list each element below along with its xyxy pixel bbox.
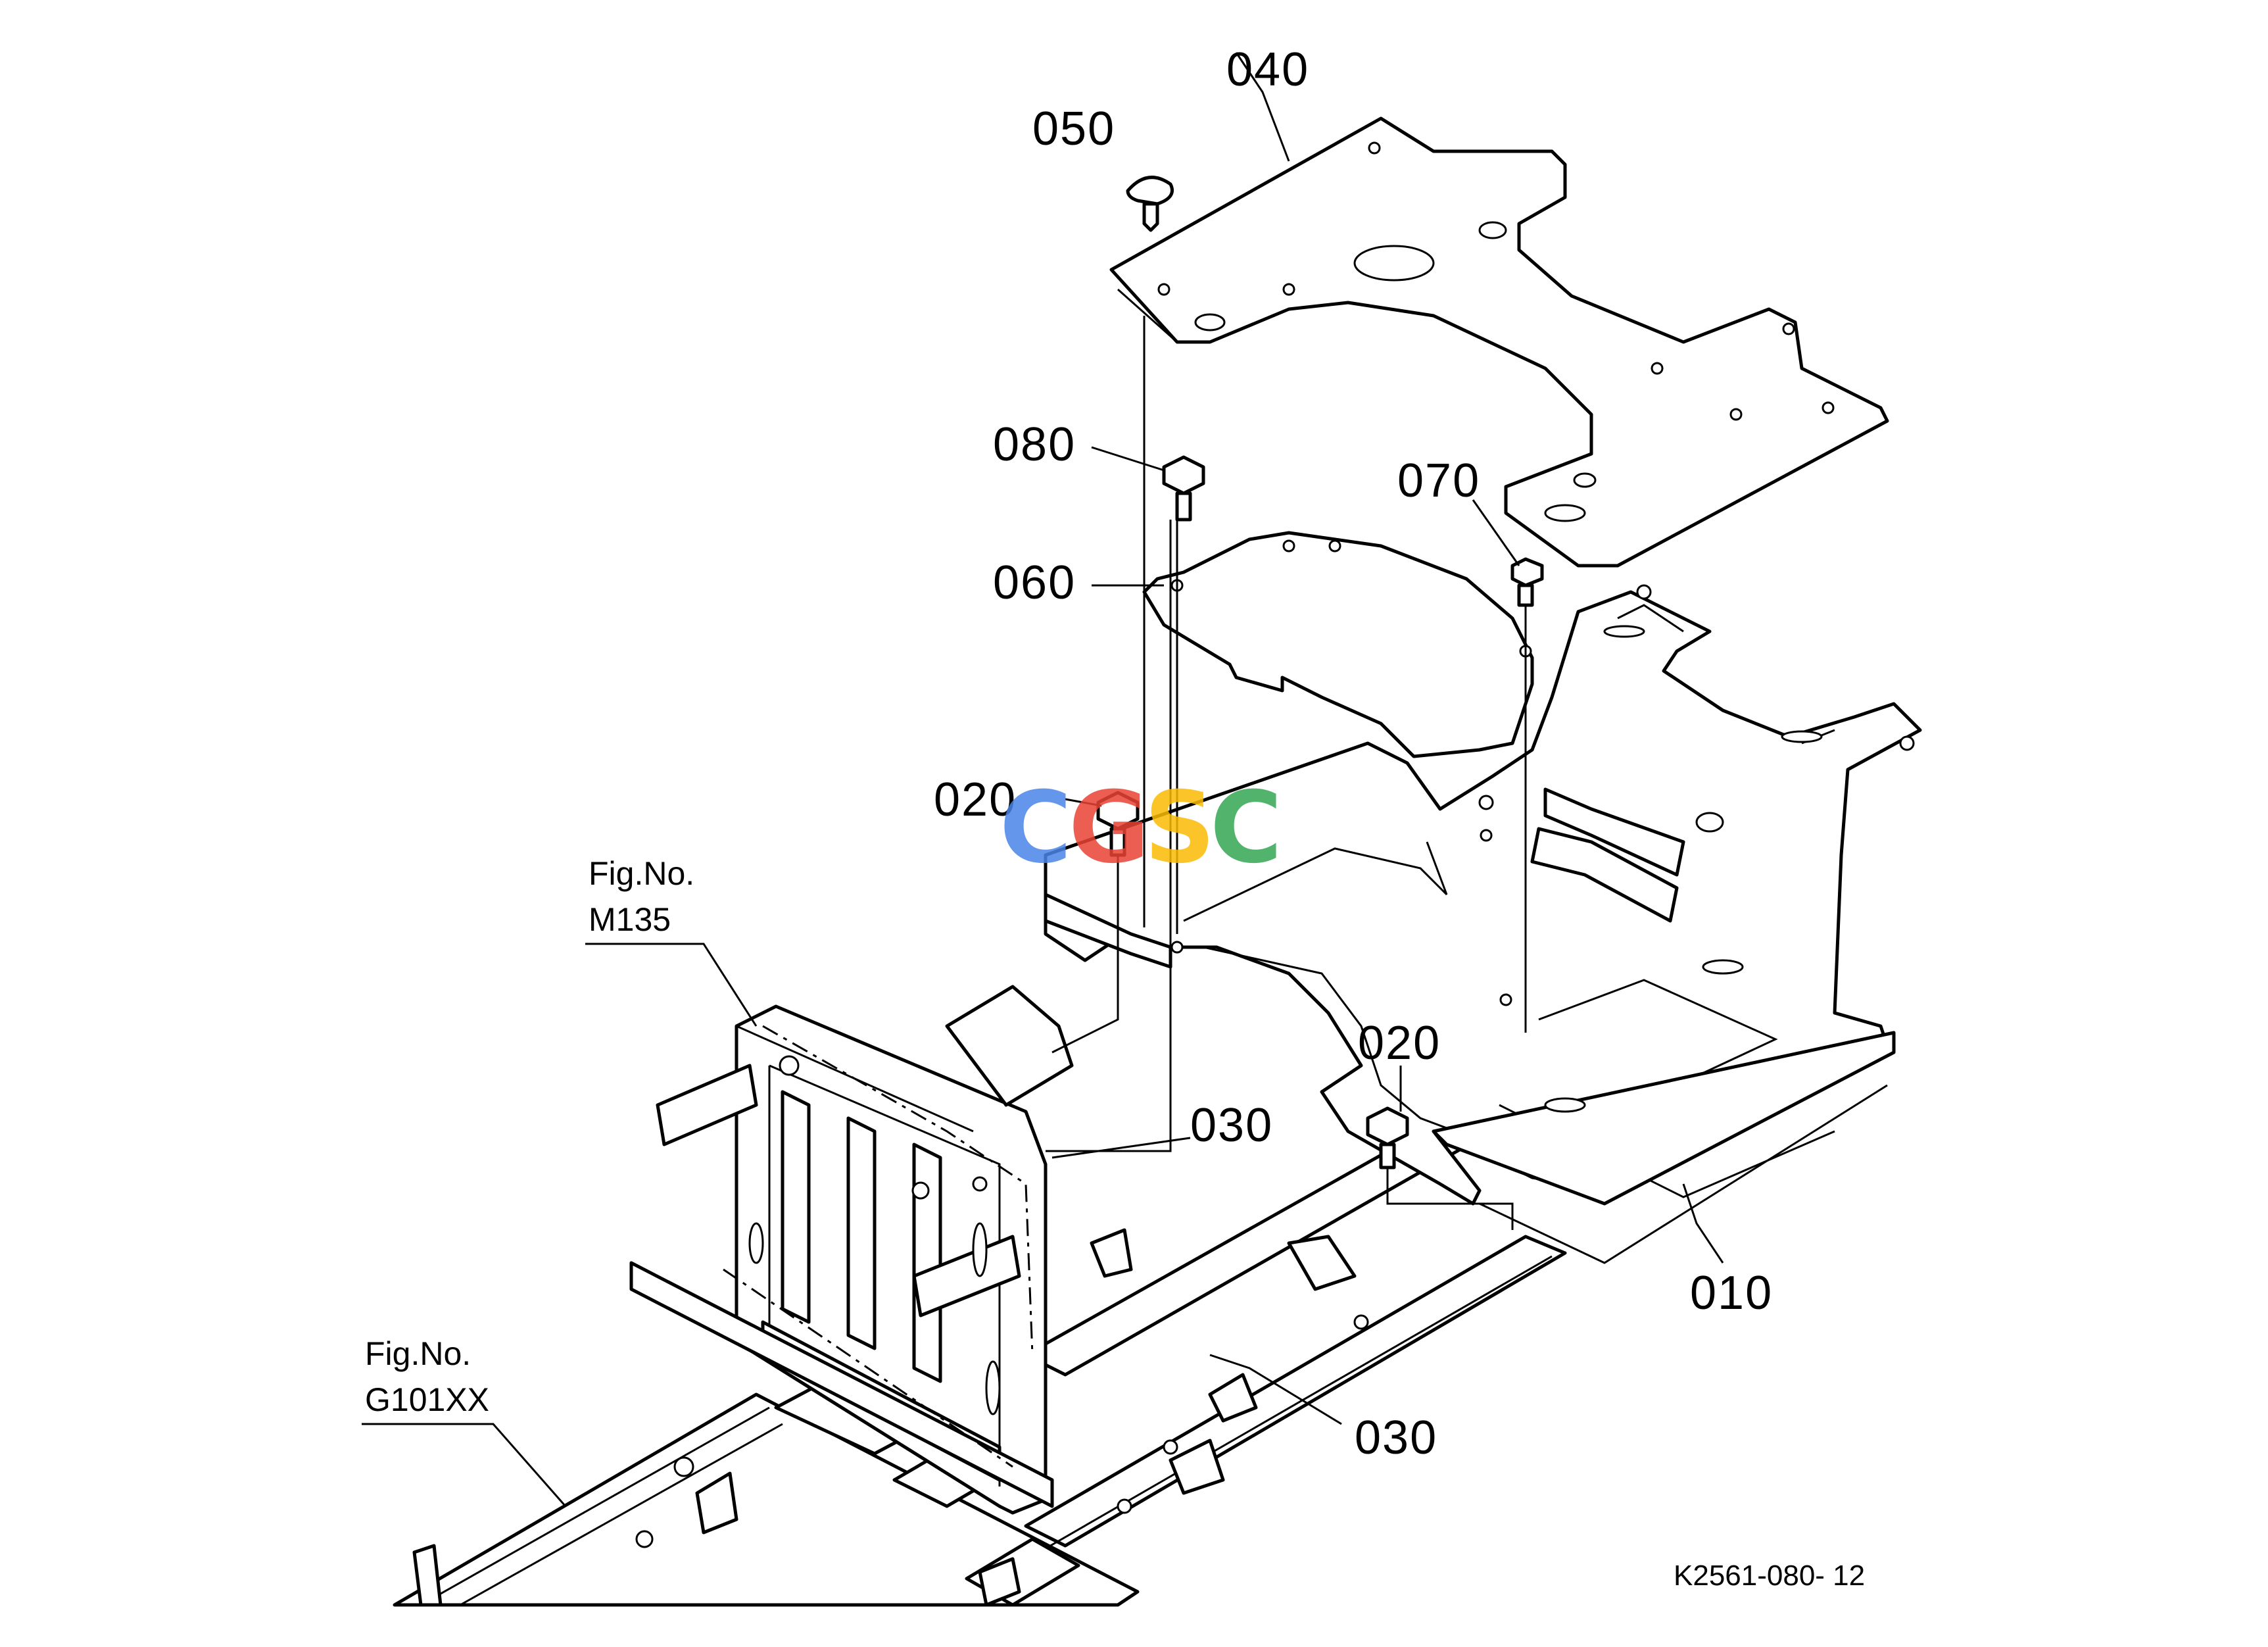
part-060-cover: [1142, 531, 1534, 758]
callout-030-lower: 030: [1355, 1412, 1437, 1464]
callout-070: 070: [1397, 455, 1480, 507]
callout-060: 060: [993, 556, 1076, 609]
fig-ref-m135-label: Fig.No.: [589, 855, 694, 892]
bolt-020-upper-icon: [1096, 791, 1140, 857]
callout-020-upper: 020: [934, 774, 1017, 826]
part-040-mat: [1109, 116, 1889, 568]
callout-050: 050: [1032, 103, 1115, 155]
callout-080: 080: [993, 418, 1076, 471]
watermark-letter-c1: C: [1000, 771, 1072, 885]
watermark-letter-s: S: [1144, 771, 1215, 885]
assembly-lines: [723, 316, 1527, 1468]
bolt-080-icon: [1162, 455, 1205, 522]
fig-ref-g101-label: Fig.No.: [365, 1335, 471, 1372]
fasteners: [1096, 176, 1544, 1169]
callout-010: 010: [1690, 1267, 1773, 1319]
callout-030-upper: 030: [1190, 1099, 1273, 1152]
callout-040: 040: [1226, 43, 1309, 96]
watermark-letter-g: G: [1069, 771, 1149, 885]
fig-ref-g101-number: G101XX: [365, 1381, 489, 1418]
watermark-logo: C G S C: [1000, 771, 1282, 885]
drawing-code: K2561-080- 12: [1674, 1560, 1865, 1592]
fig-ref-m135-number: M135: [589, 901, 671, 938]
figure-refs: Fig.No. M135 Fig.No. G101XX: [365, 855, 694, 1418]
seat-support-frame: [629, 985, 1074, 1515]
part-010-step: [1044, 584, 1922, 1264]
leader-lines: [362, 52, 1724, 1507]
watermark-letter-c2: C: [1210, 771, 1282, 885]
clip-070-icon: [1510, 557, 1544, 607]
clip-050-icon: [1126, 176, 1174, 232]
bolt-020-lower-icon: [1366, 1106, 1409, 1169]
callout-020-lower: 020: [1358, 1017, 1441, 1069]
callouts: 040 050 080 070 060 020 020 030 030 010: [934, 43, 1773, 1464]
